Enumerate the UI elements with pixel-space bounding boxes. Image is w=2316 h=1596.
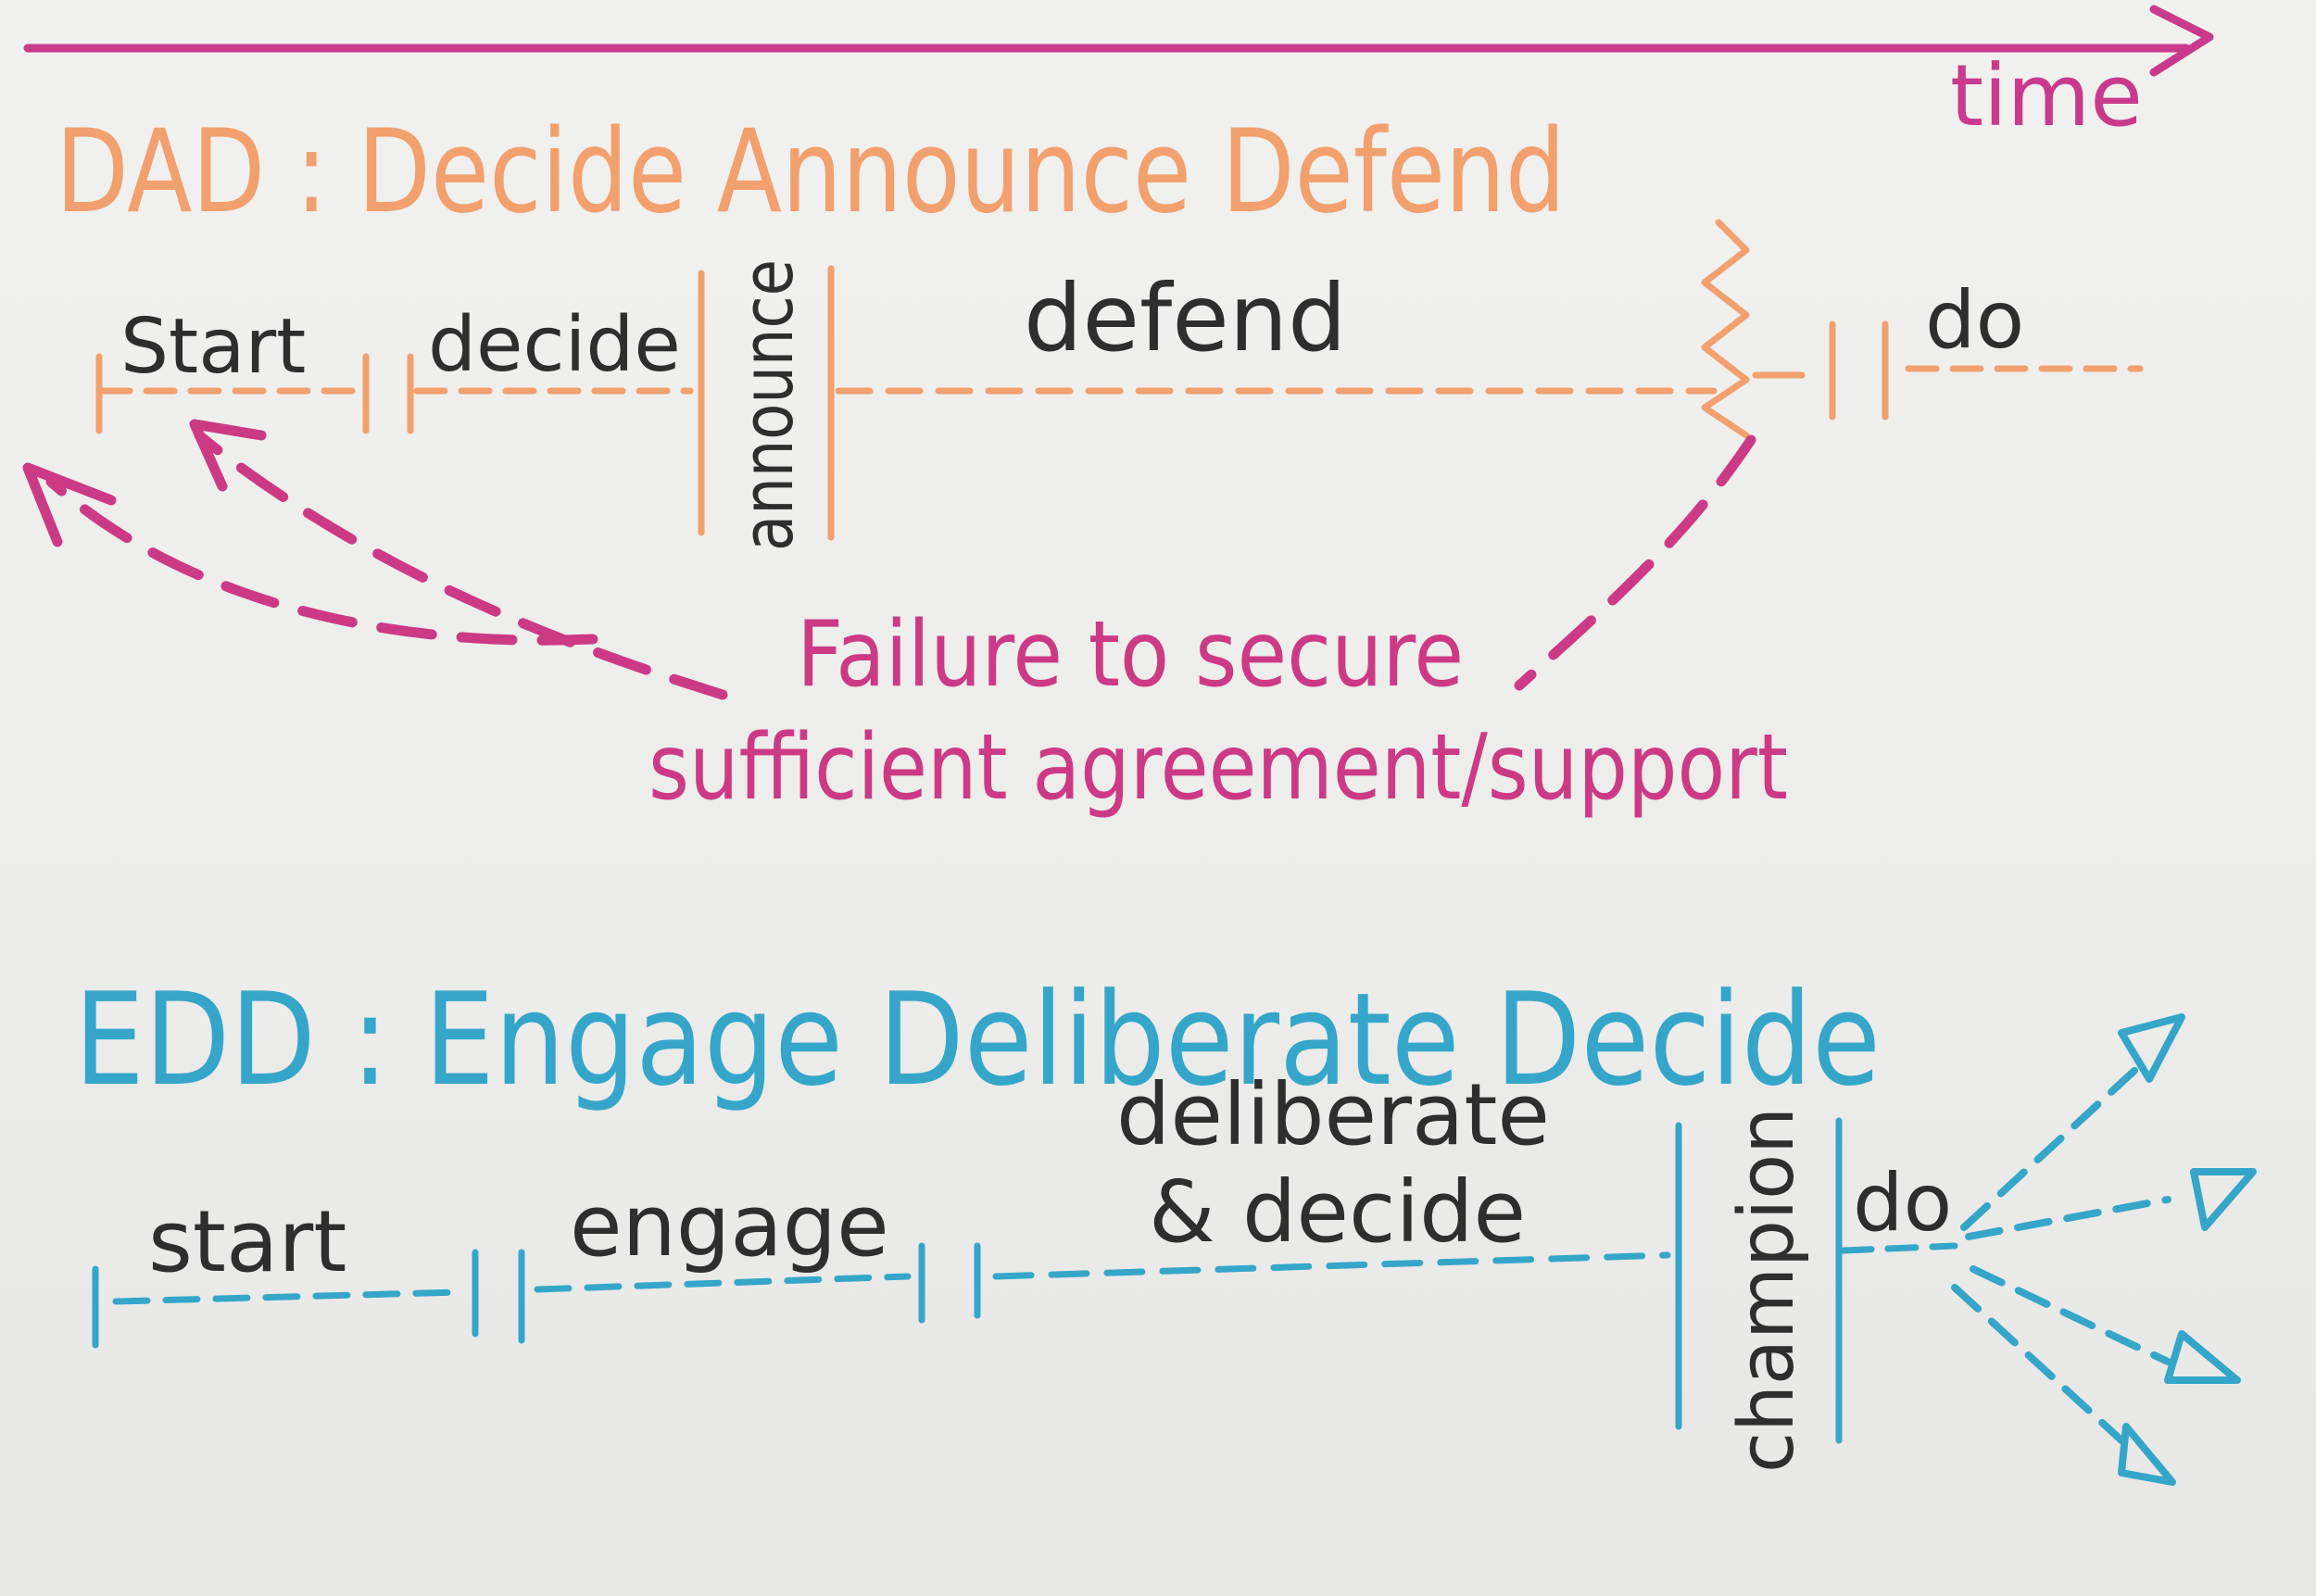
fanout-arrow-1 (1960, 1066, 2139, 1231)
dad-timeline (95, 219, 2144, 541)
fanout-arrow-3 (1970, 1265, 2171, 1365)
failure-text-line2: sufficient agreement/support (648, 715, 1788, 821)
edd-champion-label: champion (1723, 1107, 1811, 1473)
dad-start-label: Start (120, 303, 306, 391)
dad-section: DAD : Decide Announce Defend Start decid… (56, 106, 2144, 551)
edd-start-segment (112, 1288, 462, 1305)
dad-defend-label: defend (1024, 264, 1347, 372)
failure-arrow-to-start-head (189, 419, 267, 492)
edd-deliberate-segment (992, 1251, 1671, 1280)
dad-announce-label: announce (726, 259, 809, 551)
edd-do-segment (1840, 1242, 1958, 1254)
edd-engage-segment (534, 1273, 912, 1293)
dad-zigzag-break (1701, 219, 1750, 439)
time-axis-arrowhead (2149, 5, 2214, 77)
failure-arrow-to-before-start (45, 476, 598, 646)
edd-start-label: start (148, 1192, 346, 1291)
fanout-arrow-3-head (2164, 1330, 2241, 1384)
edd-section: EDD : Engage Deliberate Decide sta (74, 965, 2257, 1486)
edd-do-label: do (1853, 1157, 1952, 1250)
dad-title: DAD : Decide Announce Defend (56, 106, 1566, 239)
dad-do-label: do (1925, 274, 2024, 367)
time-axis: time (23, 5, 2214, 145)
failure-arrow-to-start (194, 430, 728, 700)
fanout-arrow-1-head (2118, 1013, 2185, 1083)
edd-engage-label: engage (570, 1176, 889, 1276)
edd-deliberate-label-line2: & decide (1149, 1162, 1526, 1262)
fanout-arrow-2-head (2190, 1168, 2257, 1231)
dad-decide-label: decide (428, 301, 681, 389)
time-label: time (1950, 46, 2143, 145)
fanout-arrow-2 (1965, 1196, 2171, 1240)
edd-title: EDD : Engage Deliberate Decide (74, 965, 1881, 1114)
fanout-arrow-4-head (2118, 1423, 2176, 1486)
failure-link-from-zigzag (1514, 434, 1756, 691)
edd-timeline (92, 1117, 1958, 1444)
failure-loop: Failure to secure sufficient agreement/s… (22, 419, 1788, 821)
fanout-arrow-4 (1951, 1284, 2125, 1444)
edd-fanout-arrows (1951, 1013, 2257, 1486)
failure-text-line1: Failure to secure (797, 602, 1464, 708)
edd-deliberate-label-line1: deliberate (1116, 1065, 1550, 1164)
failure-arrow-to-before-start-head (22, 462, 117, 547)
